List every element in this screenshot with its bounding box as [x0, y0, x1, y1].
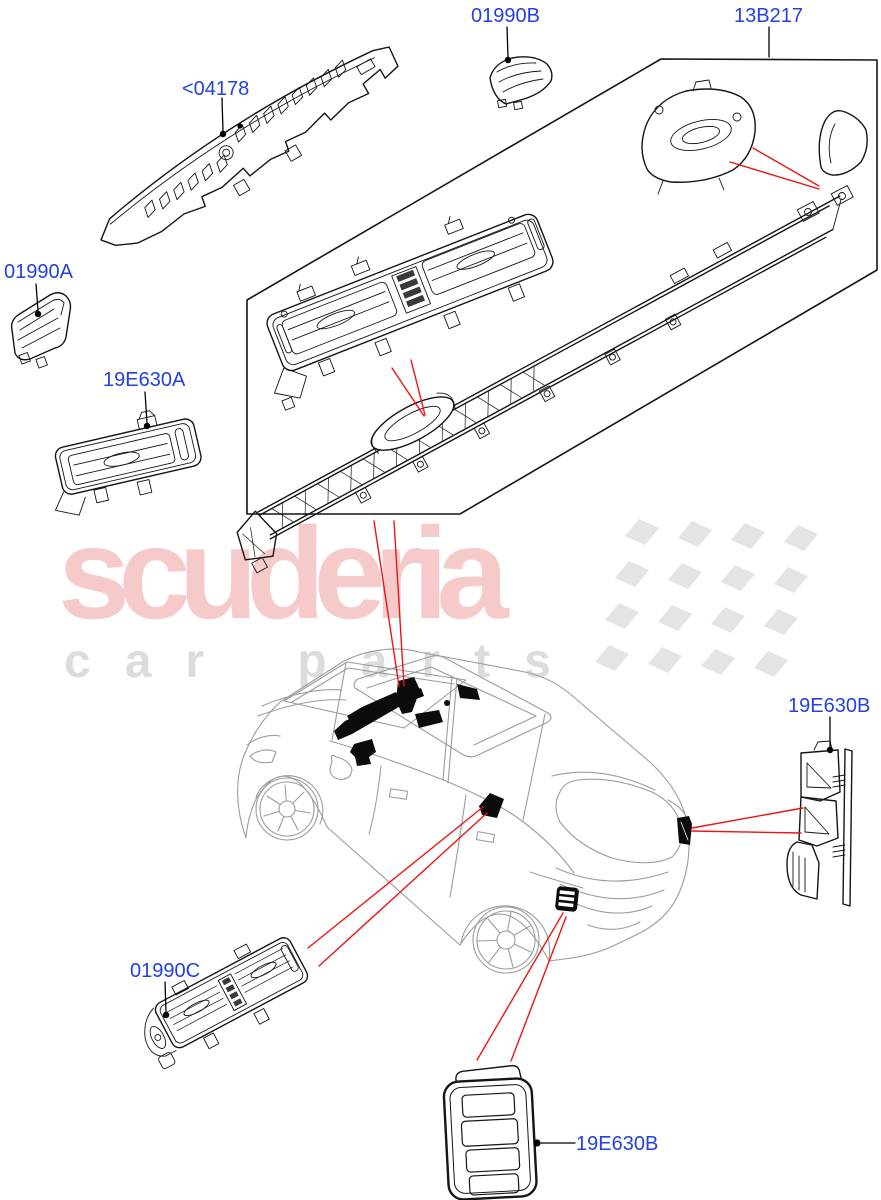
- watermark-flag-icon: [595, 519, 818, 677]
- demist-vent-part-01990b: [489, 56, 553, 111]
- callout-19e630a[interactable]: 19E630A: [103, 369, 186, 391]
- vehicle-illustration: [237, 648, 692, 974]
- rear-duct-part-19e630b-bottom: [442, 1064, 538, 1200]
- callout-19e630b-right[interactable]: 19E630B: [788, 695, 871, 717]
- defroster-grille-part: [100, 46, 399, 247]
- leader-lines: [34, 26, 834, 1147]
- exploded-box-outline: [246, 58, 878, 515]
- callout-01990a[interactable]: 01990A: [4, 261, 73, 283]
- rear-duct-part-19e630b-right: [786, 740, 853, 907]
- watermark-brand: scuderia: [58, 500, 509, 646]
- callout-01990c[interactable]: 01990C: [130, 960, 201, 982]
- duct-outlet-horn: [641, 79, 868, 222]
- demist-vent-part-01990a: [10, 292, 72, 369]
- face-vent-part-19e630a: [54, 410, 202, 516]
- callout-arrows: [307, 147, 820, 1062]
- callout-04178[interactable]: <04178: [182, 78, 250, 100]
- air-duct-rail-13b217: [236, 195, 842, 574]
- callout-01990b[interactable]: 01990B: [471, 5, 540, 27]
- face-vent-part-01990c: [144, 937, 309, 1069]
- callout-19e630b-bottom[interactable]: 19E630B: [576, 1133, 659, 1155]
- centre-vent-assembly: [266, 213, 554, 411]
- callout-13b217[interactable]: 13B217: [734, 5, 803, 27]
